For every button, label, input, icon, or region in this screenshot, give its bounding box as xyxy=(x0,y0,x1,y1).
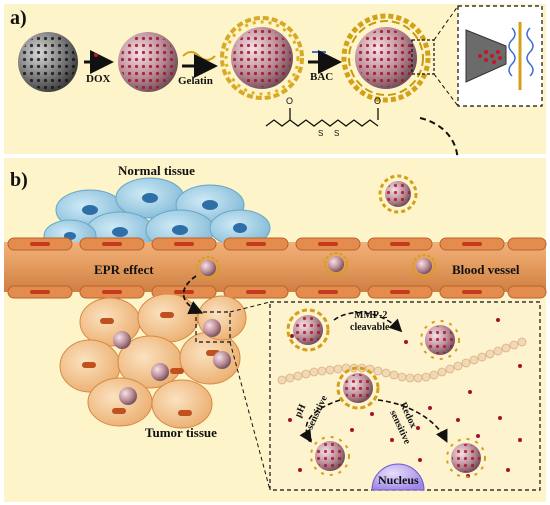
tumor-zoom-box xyxy=(195,311,231,343)
vessel-nanoparticle xyxy=(196,256,220,280)
arrow-to-bac xyxy=(308,50,342,74)
epr-effect-label: EPR effect xyxy=(94,262,154,277)
step-bac-label: BAC xyxy=(310,71,333,83)
mmp2-label: MMP-2 xyxy=(354,310,387,321)
bare-nanoparticle xyxy=(18,32,78,92)
crosslinked-nanoparticle xyxy=(341,13,435,103)
circulating-nanoparticle xyxy=(378,174,418,214)
gelatin-coated-nanoparticle xyxy=(220,16,304,100)
nucleus-label: Nucleus xyxy=(378,473,419,487)
pore-zoom-inset xyxy=(457,5,543,107)
normal-tissue-label: Normal tissue xyxy=(118,163,195,178)
tumor-tissue-cells xyxy=(59,293,247,429)
svg-text:S: S xyxy=(334,129,339,138)
intracellular-inset xyxy=(269,301,541,491)
step-dox-label: DOX xyxy=(86,73,111,85)
panel-b-label: b) xyxy=(10,169,28,191)
epr-arrow xyxy=(182,275,204,315)
svg-text:O: O xyxy=(374,96,381,106)
cleavable-label: cleavable xyxy=(350,322,390,333)
nucleus-shape xyxy=(371,463,425,491)
blood-vessel-label: Blood vessel xyxy=(452,262,520,277)
step-gelatin-label: Gelatin xyxy=(178,75,213,87)
panel-a-label: a) xyxy=(10,7,27,29)
svg-text:S: S xyxy=(318,129,323,138)
vessel-nanoparticle xyxy=(324,252,348,276)
ph-label: pH xyxy=(293,402,309,419)
tumor-zoom-line-bottom xyxy=(229,341,271,491)
arrow-to-dox xyxy=(84,50,114,74)
tumor-tissue-label: Tumor tissue xyxy=(145,425,217,440)
vessel-nanoparticle xyxy=(412,254,436,278)
bac-chemical-structure: O O S S xyxy=(265,96,381,138)
blood-vessel xyxy=(4,237,547,299)
dox-loaded-nanoparticle xyxy=(118,32,178,92)
arrow-to-gelatin xyxy=(182,51,218,78)
svg-text:O: O xyxy=(286,96,293,106)
